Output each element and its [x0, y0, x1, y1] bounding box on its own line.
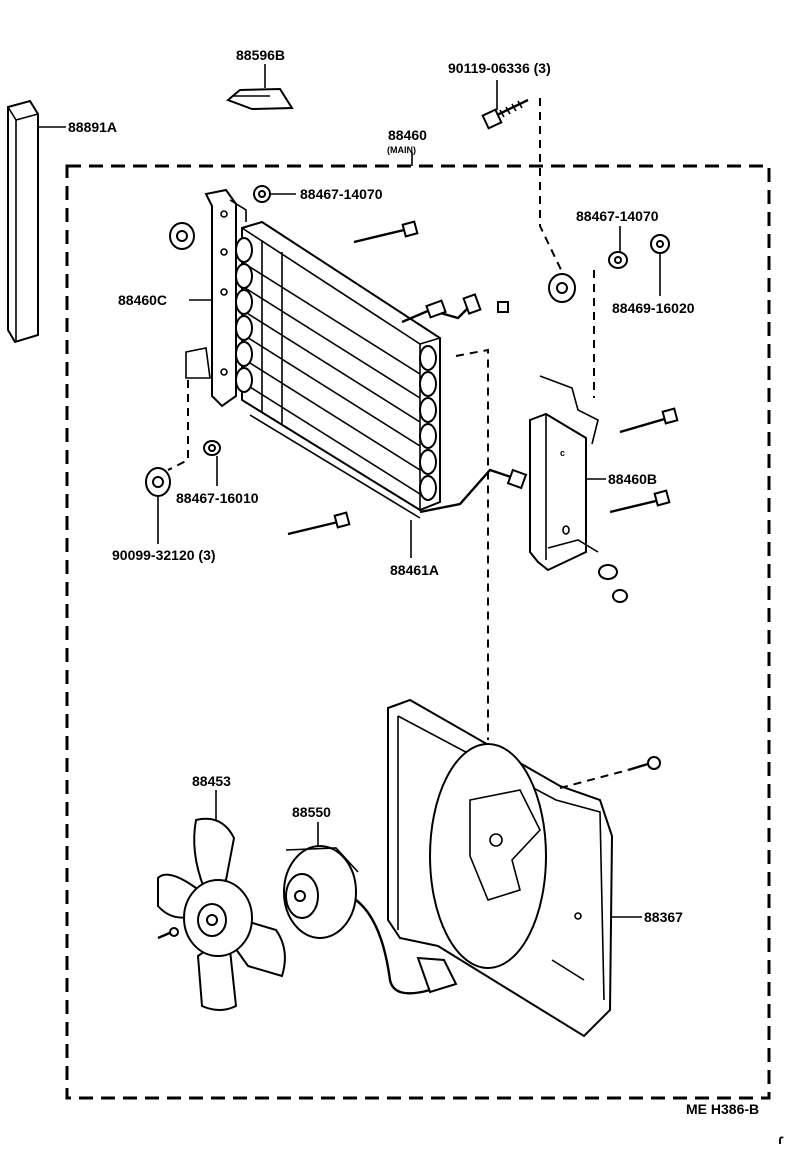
dash-bolt-to-shroud: [559, 769, 629, 789]
label-pad-88596b: [226, 87, 294, 111]
label-88596b: 88596B: [236, 47, 285, 63]
label-88467-16010: 88467-16010: [176, 490, 259, 506]
condenser-core: [235, 220, 441, 519]
grommet-88467-right: [608, 251, 628, 269]
dash-bracket-to-grommet: [167, 380, 189, 471]
dash-90119-to-bushing: [539, 98, 566, 279]
svg-text:c: c: [560, 448, 565, 458]
bolt-90119: [481, 98, 529, 130]
label-88891a: 88891A: [68, 119, 117, 135]
washer-88469: [650, 234, 670, 254]
bolt-shroud: [627, 756, 661, 772]
label-88467-top: 88467-14070: [300, 186, 383, 202]
main-assembly-sublabel: (MAIN): [387, 145, 416, 155]
screw-fan-blade: [157, 927, 179, 940]
pipe-88461a: [419, 468, 528, 514]
inlet-fitting: [401, 293, 509, 324]
dash-core-to-shroud: [455, 348, 489, 740]
bushing-left-upper: [169, 222, 195, 250]
label-88461a: 88461A: [390, 562, 439, 578]
corner-mark: ɾ: [778, 1131, 784, 1147]
bolt-bottom-left: [287, 511, 351, 536]
fan-blade-88453: [157, 817, 286, 1011]
fan-motor-88550: [283, 845, 458, 995]
bushing-90099: [145, 467, 171, 497]
main-assembly-border: [65, 164, 771, 1100]
grommet-88467-top: [253, 185, 271, 203]
grommet-88467-16010: [203, 440, 221, 456]
label-90119: 90119-06336 (3): [448, 60, 551, 76]
label-88460b: 88460B: [608, 471, 657, 487]
label-88460c: 88460C: [118, 292, 167, 308]
bolt-top-left: [353, 220, 419, 244]
bolt-right-upper: [619, 407, 679, 434]
bushing-right: [548, 273, 576, 303]
bracket-88460b: c: [529, 375, 599, 572]
fastener-right-bottom: [598, 564, 628, 603]
label-88469: 88469-16020: [612, 300, 695, 316]
label-90099: 90099-32120 (3): [112, 547, 216, 563]
fan-shroud-88367: [387, 698, 614, 1038]
label-88367: 88367: [644, 909, 683, 925]
diagram-code: ME H386-B: [686, 1101, 759, 1117]
main-assembly-number: 88460: [388, 127, 427, 143]
label-88453: 88453: [192, 773, 231, 789]
label-88550: 88550: [292, 804, 331, 820]
label-88467-right: 88467-14070: [576, 208, 659, 224]
bolt-right-lower: [609, 489, 671, 514]
seal-strip-88891a: [7, 99, 39, 344]
bracket-88460c: [185, 188, 247, 408]
